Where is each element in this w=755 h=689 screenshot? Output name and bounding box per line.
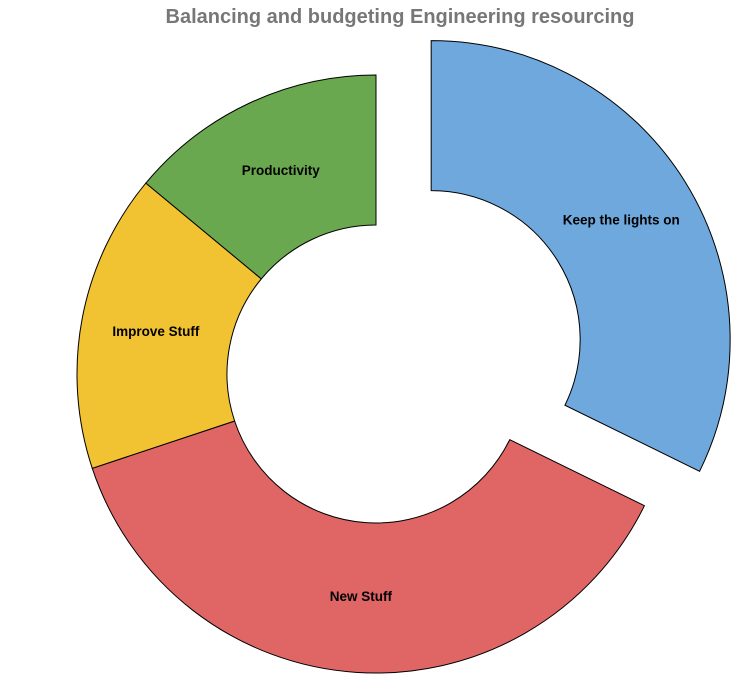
slice-keep-the-lights-on	[430, 40, 731, 472]
slice-label-improve-stuff: Improve Stuff	[112, 324, 200, 339]
slice-new-stuff	[91, 420, 646, 674]
slice-label-productivity: Productivity	[242, 163, 321, 178]
slice-label-new-stuff: New Stuff	[330, 589, 393, 604]
slice-productivity	[145, 74, 377, 280]
slice-label-keep-the-lights-on: Keep the lights on	[563, 213, 680, 228]
chart-title: Balancing and budgeting Engineering reso…	[165, 6, 635, 28]
slice-improve-stuff	[76, 182, 263, 469]
